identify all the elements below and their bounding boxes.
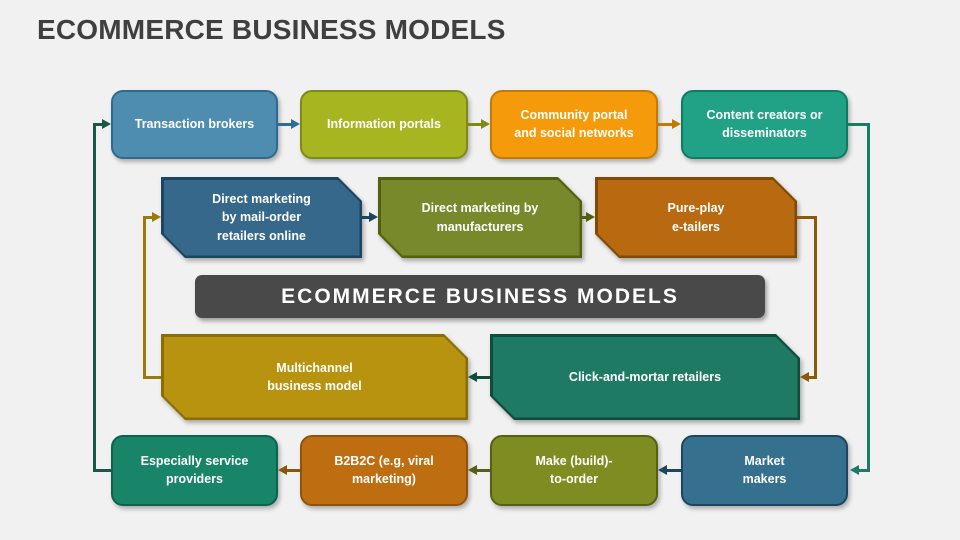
connector-right-loop-top: [848, 123, 870, 126]
connector-right-loop-bottom: [859, 469, 870, 472]
connector-left-loop-top: [93, 123, 102, 126]
box-especially-service: Especially service providers: [111, 435, 278, 506]
connector-maketoorder-to-b2b2c: [477, 469, 490, 472]
box-b2b2c: B2B2C (e.g, viral marketing): [300, 435, 468, 506]
arrowhead-into-b2b2c: [468, 465, 477, 475]
connector-community-to-content: [658, 123, 672, 126]
connector-gold-loop-bottom: [143, 376, 161, 379]
box-direct-marketing-mail-order: Direct marketing by mail-order retailers…: [161, 177, 362, 258]
banner-title: ECOMMERCE BUSINESS MODELS: [195, 275, 765, 318]
connector-left-loop-bottom: [93, 469, 111, 472]
connector-information-to-community: [468, 123, 481, 126]
connector-right-loop-vertical: [867, 123, 870, 472]
box-click-and-mortar: Click-and-mortar retailers: [490, 334, 800, 420]
box-pure-play-etailers-label: Pure-play e-tailers: [598, 180, 795, 256]
arrowhead-into-direct-marketing-manufacturers: [369, 212, 378, 222]
box-information-portals: Information portals: [300, 90, 468, 159]
connector-transaction-to-information: [278, 123, 291, 126]
connector-manufacturers-to-pureplay: [582, 216, 586, 219]
arrowhead-into-direct-marketing-mail-order: [152, 212, 161, 222]
box-direct-marketing-mail-order-label: Direct marketing by mail-order retailers…: [164, 180, 360, 256]
connector-left-loop-vertical: [93, 123, 96, 472]
arrowhead-into-content-creators: [672, 119, 681, 129]
box-make-to-order: Make (build)- to-order: [490, 435, 658, 506]
page-title: ECOMMERCE BUSINESS MODELS: [37, 14, 506, 45]
connector-brown-loop-top: [797, 216, 817, 219]
box-pure-play-etailers: Pure-play e-tailers: [595, 177, 797, 258]
arrowhead-into-information-portals: [291, 119, 300, 129]
arrowhead-into-community-portal: [481, 119, 490, 129]
connector-b2b2c-to-especially: [287, 469, 300, 472]
box-transaction-brokers: Transaction brokers: [111, 90, 278, 159]
arrowhead-into-pure-play: [586, 212, 595, 222]
arrowhead-into-transaction-brokers: [102, 119, 111, 129]
box-content-creators: Content creators or disseminators: [681, 90, 848, 159]
box-multichannel-label: Multichannel business model: [164, 337, 466, 418]
connector-marketmakers-to-maketoorder: [667, 469, 681, 472]
arrowhead-into-market-makers: [850, 465, 859, 475]
arrowhead-into-make-to-order: [658, 465, 667, 475]
connector-gold-loop-top: [143, 216, 152, 219]
connector-brown-loop-vertical: [814, 216, 817, 379]
box-market-makers: Market makers: [681, 435, 848, 506]
connector-mailorder-to-manufacturers: [362, 216, 369, 219]
arrowhead-into-click-and-mortar: [800, 372, 809, 382]
box-click-and-mortar-label: Click-and-mortar retailers: [493, 337, 798, 418]
box-community-portal: Community portal and social networks: [490, 90, 658, 159]
arrowhead-into-multichannel: [468, 372, 477, 382]
connector-brown-loop-bottom: [809, 376, 817, 379]
connector-clickmortar-to-multichannel: [477, 376, 490, 379]
connector-gold-loop-vertical: [143, 216, 146, 379]
box-direct-marketing-manufacturers-label: Direct marketing by manufacturers: [381, 180, 580, 256]
box-direct-marketing-manufacturers: Direct marketing by manufacturers: [378, 177, 582, 258]
box-multichannel: Multichannel business model: [161, 334, 468, 420]
arrowhead-into-especially-service: [278, 465, 287, 475]
